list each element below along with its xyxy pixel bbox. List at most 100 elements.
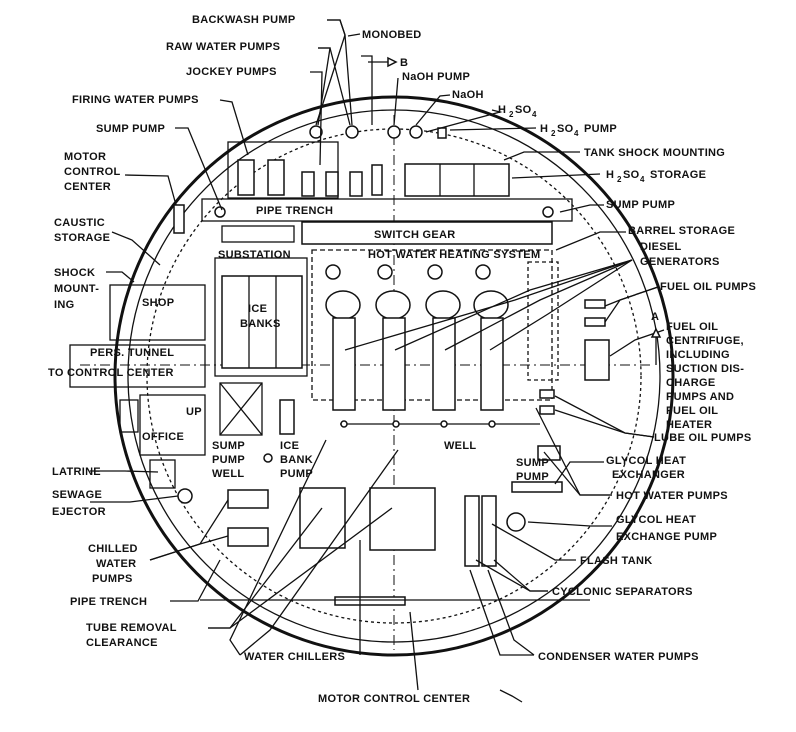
label-caustic-l2: STORAGE [54, 232, 110, 244]
label-tank-shock-mounting: TANK SHOCK MOUNTING [584, 147, 725, 159]
label-condenser-water-pumps: CONDENSER WATER PUMPS [538, 651, 699, 663]
label-ice-l2: BANKS [240, 318, 281, 330]
shock-mounting-ring [146, 128, 642, 624]
label-sump-well-l3: WELL [212, 468, 244, 480]
label-pipe-trench-bottom: PIPE TRENCH [70, 596, 147, 608]
label-diesel-l1: DIESEL [640, 241, 682, 253]
label-glycol-pump-l2: EXCHANGE PUMP [616, 531, 717, 543]
svg-text:H: H [540, 123, 548, 135]
label-sump-center-l2: PUMP [516, 471, 549, 483]
label-ice-bank-pump-l2: BANK [280, 454, 313, 466]
label-barrel-storage: BARREL STORAGE [628, 225, 735, 237]
diesel-generator-4 [473, 264, 509, 411]
chilled-water-pump-1 [227, 489, 269, 509]
label-shock-l2: MOUNT- [54, 283, 99, 295]
label-well: WELL [444, 440, 476, 452]
latrine-room [149, 459, 176, 489]
label-mcc-l3: CENTER [64, 181, 111, 193]
label-centrifuge-l7: FUEL OIL [666, 405, 718, 417]
motor-control-center-bottom [334, 596, 406, 606]
label-latrine: LATRINE [52, 466, 101, 478]
label-sump-center-l1: SUMP [516, 457, 549, 469]
label-chilled-l3: PUMPS [92, 573, 133, 585]
svg-text:2: 2 [551, 129, 556, 138]
diesel-generator-2 [375, 264, 411, 411]
label-hot-water-heating: HOT WATER HEATING SYSTEM [368, 249, 540, 261]
h2so4-storage-tank [404, 163, 510, 197]
label-sump-pump-right: SUMP PUMP [606, 199, 675, 211]
svg-text:STORAGE: STORAGE [650, 169, 706, 181]
svg-text:H: H [606, 169, 614, 181]
label-office: OFFICE [142, 431, 184, 443]
label-shock-l3: ING [54, 299, 74, 311]
outer-wall [113, 95, 675, 657]
svg-text:4: 4 [574, 129, 579, 138]
label-chilled-l2: WATER [96, 558, 136, 570]
svg-text:2: 2 [617, 175, 622, 184]
label-mcc-l2: CONTROL [64, 166, 120, 178]
cyclonic-separator-2 [481, 495, 497, 567]
label-tube-l1: TUBE REMOVAL [86, 622, 177, 634]
fuel-oil-pump-2 [584, 317, 606, 327]
office-room [139, 394, 206, 456]
label-naoh-pump: NaOH PUMP [402, 71, 470, 83]
label-ice-bank-pump-l1: ICE [280, 440, 299, 452]
hot-water-heating-area [311, 249, 553, 401]
chilled-water-pump-2 [227, 527, 269, 547]
personnel-tunnel [69, 344, 206, 388]
label-fuel-oil-pumps: FUEL OIL PUMPS [660, 281, 756, 293]
label-centrifuge-l6: PUMPS AND [666, 391, 734, 403]
switch-gear [301, 221, 553, 245]
label-substation: SUBSTATION [218, 249, 291, 261]
svg-text:2: 2 [509, 110, 514, 119]
label-ice-l1: ICE [248, 303, 267, 315]
monobed-vessel-2 [345, 125, 359, 139]
label-to-control-center: TO CONTROL CENTER [48, 367, 174, 379]
label-centrifuge-l2: CENTRIFUGE, [666, 335, 744, 347]
label-h2so4-storage: H 2 SO 4 STORAGE [606, 169, 706, 184]
fuel-oil-pump-1 [584, 299, 606, 309]
label-mcc-l1: MOTOR [64, 151, 106, 163]
label-centrifuge-l3: INCLUDING [666, 349, 730, 361]
sump-pump-well-box [219, 382, 263, 436]
label-motor-control-center-bottom: MOTOR CONTROL CENTER [318, 693, 470, 705]
label-centrifuge-l8: HEATER [666, 419, 712, 431]
label-sump-pump-top-left: SUMP PUMP [96, 123, 165, 135]
motor-control-center-left [173, 204, 185, 234]
flash-tank [506, 512, 526, 532]
ice-banks [221, 275, 303, 369]
label-h2so4-pump: H 2 SO 4 PUMP [540, 123, 617, 138]
cyclonic-separator-1 [464, 495, 480, 567]
label-glycol-hx-l1: GLYCOL HEAT [606, 455, 686, 467]
backwash-pump [371, 164, 383, 196]
svg-text:H: H [498, 104, 506, 116]
label-sewage-l1: SEWAGE [52, 489, 102, 501]
svg-text:4: 4 [640, 175, 645, 184]
label-a-marker: A [651, 311, 659, 323]
water-chiller-2 [369, 487, 436, 551]
svg-text:SO: SO [557, 123, 574, 135]
label-firing-water-pumps: FIRING WATER PUMPS [72, 94, 199, 106]
diesel-generator-3 [425, 264, 461, 411]
label-shop: SHOP [142, 297, 174, 309]
substation-area [214, 257, 308, 377]
pipe-trench-top [201, 198, 573, 222]
label-caustic-l1: CAUSTIC [54, 217, 105, 229]
label-jockey-pumps: JOCKEY PUMPS [186, 66, 277, 78]
sewage-ejector [177, 488, 193, 504]
barrel-storage [527, 261, 559, 381]
label-b-marker: B [400, 57, 408, 69]
svg-text:SO: SO [623, 169, 640, 181]
leader-lines [90, 19, 665, 703]
fuel-oil-centrifuge [584, 339, 610, 381]
firing-water-pump-2 [267, 159, 285, 196]
label-monobed: MONOBED [362, 29, 422, 41]
raw-water-pump-2 [349, 171, 363, 197]
shop-room [109, 284, 206, 341]
h2so4-vessel [409, 125, 423, 139]
label-centrifuge-l4: SUCTION DIS- [666, 363, 744, 375]
label-backwash-pump: BACKWASH PUMP [192, 14, 296, 26]
label-chilled-l1: CHILLED [88, 543, 138, 555]
